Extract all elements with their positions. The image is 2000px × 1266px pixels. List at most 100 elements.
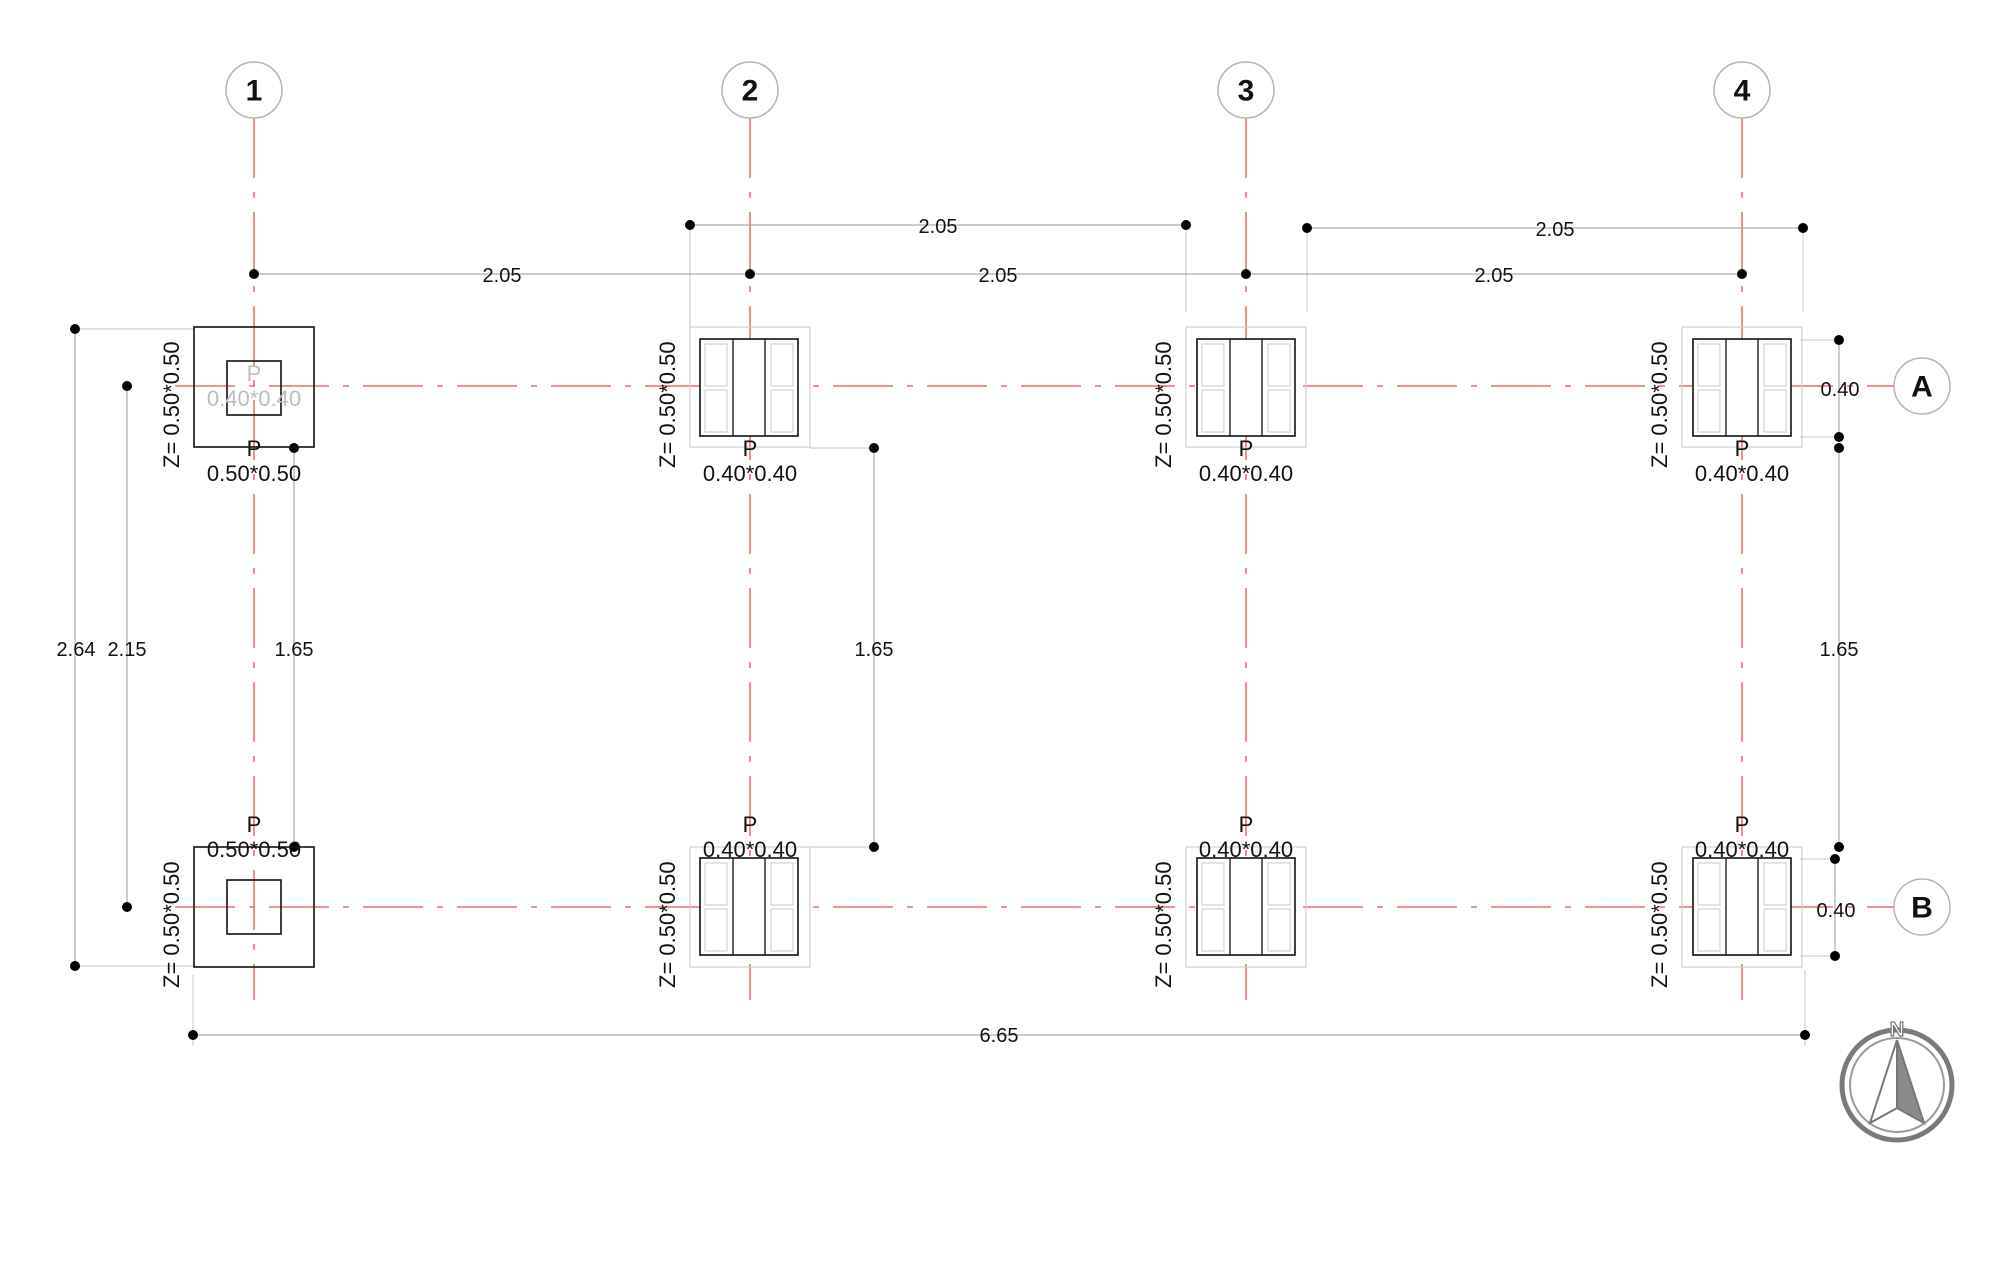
right-dimensions: 0.40 0.40	[1800, 335, 1859, 961]
dim-dot	[70, 324, 80, 334]
footing-outline	[1185, 846, 1307, 968]
footing-outline	[1681, 326, 1803, 448]
footing-4b-z: Z= 0.50*0.50	[1647, 861, 1672, 988]
footing-2a-label: P	[743, 436, 758, 461]
footing-outline	[689, 846, 811, 968]
footing-2a: P 0.40*0.40 Z= 0.50*0.50	[655, 326, 811, 486]
column-ghost	[704, 908, 728, 952]
dim-dot	[869, 842, 879, 852]
dim-dot	[1834, 432, 1844, 442]
bubble-2-label: 2	[742, 75, 759, 108]
footing-2b-z: Z= 0.50*0.50	[655, 861, 680, 988]
footing-3a-size: 0.40*0.40	[1199, 461, 1293, 486]
column-ghost	[770, 862, 794, 906]
column-ghost	[1763, 343, 1787, 387]
dim-rows-3: 1.65	[1820, 639, 1859, 661]
footing-1b-z: Z= 0.50*0.50	[159, 861, 184, 988]
column-outline	[1196, 338, 1296, 437]
footing-2b-size: 0.40*0.40	[703, 837, 797, 862]
dim-dot	[122, 381, 132, 391]
column-ghost	[704, 343, 728, 387]
footing-4a: P 0.40*0.40 Z= 0.50*0.50	[1647, 326, 1803, 486]
dim-top-upper-2: 2.05	[1536, 219, 1575, 241]
footing-outline	[193, 846, 315, 968]
column-ghost	[1201, 908, 1225, 952]
dim-dot	[188, 1030, 198, 1040]
column-ghost	[1201, 389, 1225, 433]
dim-dot	[869, 443, 879, 453]
bubble-3	[1217, 61, 1275, 119]
footing-1b-size: 0.50*0.50	[207, 837, 301, 862]
bubble-b-label: B	[1911, 892, 1933, 925]
dim-dot	[122, 902, 132, 912]
dim-top-upper-1: 2.05	[919, 216, 958, 238]
dim-dot	[249, 269, 259, 279]
column-ghost	[1201, 862, 1225, 906]
footing-outline	[1185, 326, 1307, 448]
column-outline	[699, 857, 799, 956]
footing-1a-z: Z= 0.50*0.50	[159, 341, 184, 468]
column-ghost	[1267, 389, 1291, 433]
dim-dot	[1830, 854, 1840, 864]
column-outline	[1196, 857, 1296, 956]
bubble-3-label: 3	[1238, 75, 1255, 108]
footing-outline	[193, 326, 315, 448]
footing-3b-z: Z= 0.50*0.50	[1151, 861, 1176, 988]
column-outline	[226, 879, 282, 935]
footing-3a-z: Z= 0.50*0.50	[1151, 341, 1176, 468]
bubble-4	[1713, 61, 1771, 119]
footing-1b-label: P	[247, 812, 262, 837]
column-ghost	[1267, 908, 1291, 952]
dim-top-lower-2: 2.05	[979, 265, 1018, 287]
bubble-b	[1893, 878, 1951, 936]
north-label: N	[1890, 1019, 1904, 1041]
footing-3b-label: P	[1239, 812, 1254, 837]
column-outline	[1692, 857, 1792, 956]
dim-rows-1: 1.65	[275, 639, 314, 661]
dim-dot	[1800, 1030, 1810, 1040]
dim-dot	[685, 220, 695, 230]
row-spacing-dimensions: 1.65 1.65 1.65	[275, 443, 1859, 852]
column-ghost	[1201, 343, 1225, 387]
dim-dot	[1834, 443, 1844, 453]
footing-1a-ghost-size: 0.40*0.40	[207, 386, 301, 411]
column-ghost	[1697, 389, 1721, 433]
dim-dot	[1302, 223, 1312, 233]
bubble-1-label: 1	[246, 75, 263, 108]
bubble-4-label: 4	[1734, 75, 1751, 108]
dim-dot	[289, 443, 299, 453]
footing-4b: P 0.40*0.40 Z= 0.50*0.50	[1647, 812, 1803, 988]
bubble-1	[225, 61, 283, 119]
footing-2a-size: 0.40*0.40	[703, 461, 797, 486]
column-outline	[226, 360, 282, 416]
footing-1a-label: P	[247, 436, 262, 461]
dim-dot	[1181, 220, 1191, 230]
dim-total: 6.65	[980, 1025, 1019, 1047]
dim-dot	[1241, 269, 1251, 279]
footing-1a-size: 0.50*0.50	[207, 461, 301, 486]
bubble-a-label: A	[1911, 371, 1933, 404]
footing-3a-label: P	[1239, 436, 1254, 461]
footing-3a: P 0.40*0.40 Z= 0.50*0.50	[1151, 326, 1307, 486]
column-ghost	[1697, 908, 1721, 952]
north-arrow: N	[1839, 1018, 1955, 1143]
column-ghost	[770, 908, 794, 952]
footing-4a-z: Z= 0.50*0.50	[1647, 341, 1672, 468]
footing-2b-label: P	[743, 812, 758, 837]
dim-top-lower-3: 2.05	[1475, 265, 1514, 287]
column-ghost	[1763, 862, 1787, 906]
footing-4a-label: P	[1735, 436, 1750, 461]
column-outline	[1692, 338, 1792, 437]
footing-2a-z: Z= 0.50*0.50	[655, 341, 680, 468]
dim-dot	[1798, 223, 1808, 233]
left-dimensions: 2.64 2.15	[57, 324, 195, 971]
column-ghost	[1763, 389, 1787, 433]
column-ghost	[1763, 908, 1787, 952]
dim-right-b: 0.40	[1817, 900, 1856, 922]
dim-dot	[1737, 269, 1747, 279]
bubble-2	[721, 61, 779, 119]
footing-1b: P 0.50*0.50 Z= 0.50*0.50	[159, 812, 315, 988]
footing-outline	[1681, 846, 1803, 968]
north-ring	[1839, 1027, 1955, 1143]
